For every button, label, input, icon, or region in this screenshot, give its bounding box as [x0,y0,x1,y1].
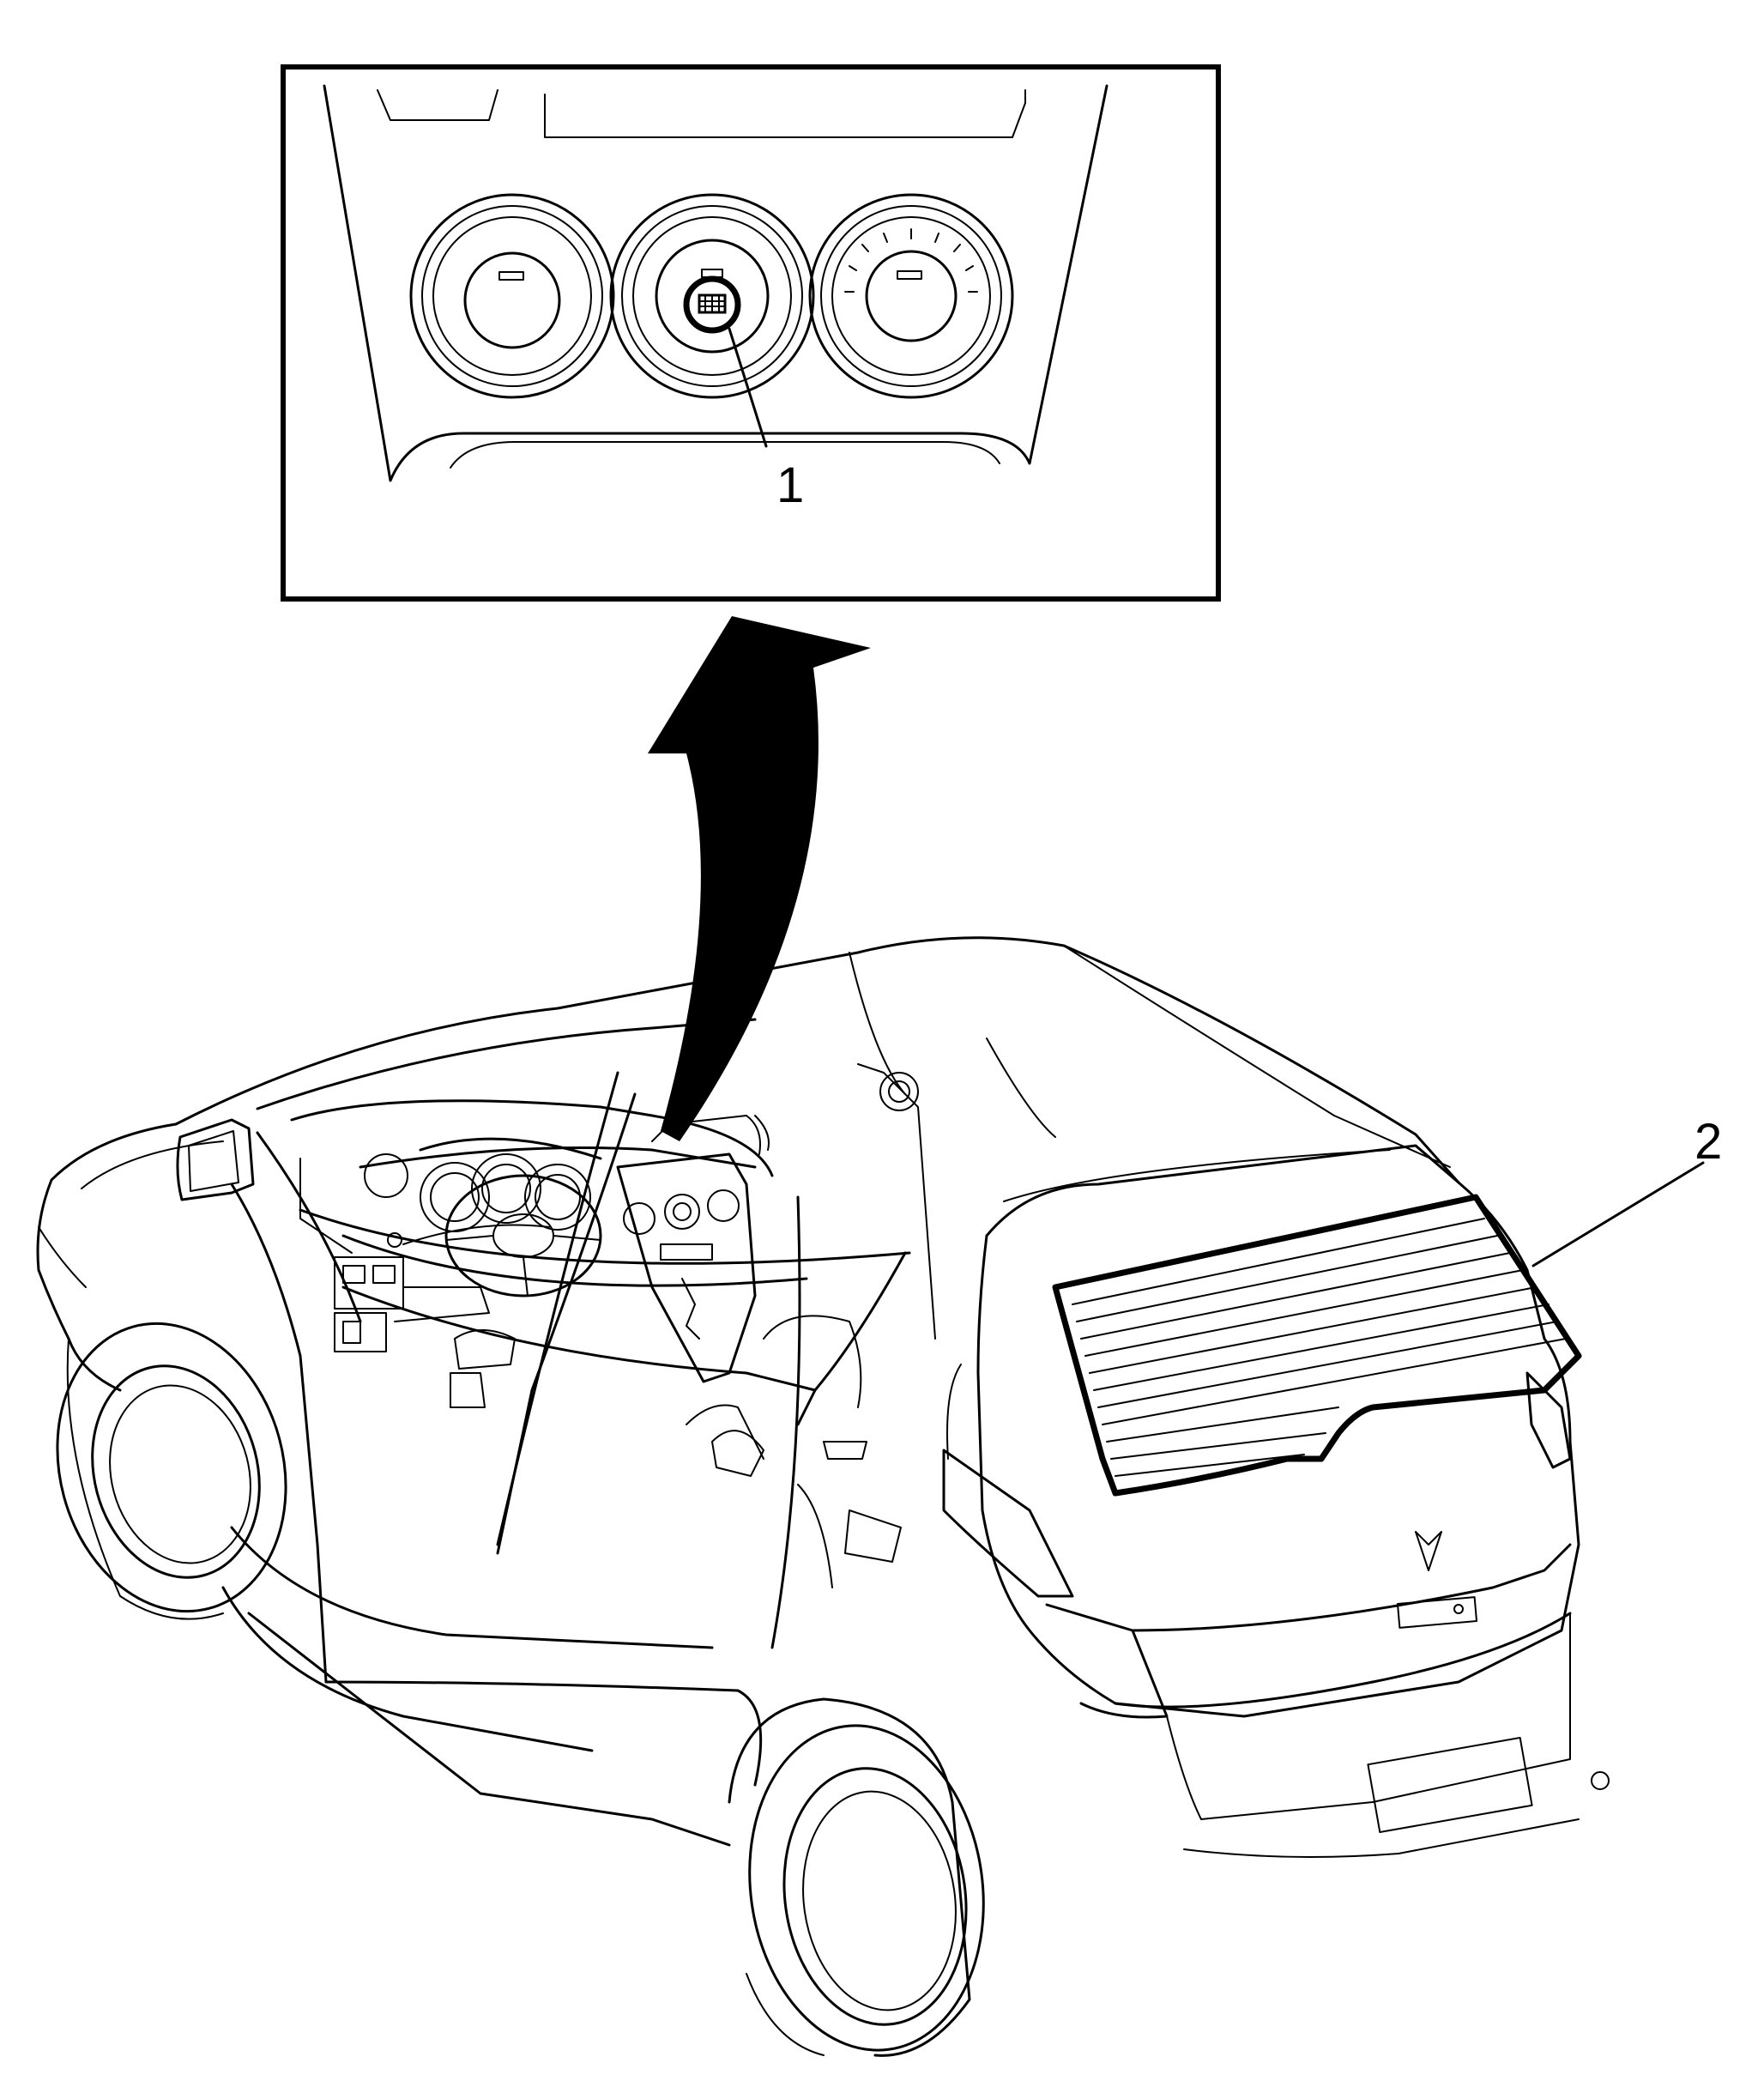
callout-2-leader [1531,1161,1705,1267]
detail-inset: 1 [281,64,1221,602]
mode-knob [609,193,815,399]
steering-wheel [444,1174,602,1298]
fan-speed-knob [409,193,615,399]
center-console-stack [616,1152,757,1383]
callout-2-label: 2 [1695,1114,1722,1170]
vehicle-illustration [36,936,1610,2057]
control-panel-bezel [323,84,1109,482]
junction-block [334,1232,490,1352]
front-wheel [56,1322,287,1620]
inset-frame [281,64,1221,602]
temperature-knob [808,193,1014,399]
rear-wheel [728,1697,985,2057]
instrument-cluster [364,1137,602,1232]
zoom-arrow [648,616,871,1141]
rear-defog-switch [683,269,741,334]
callout-1-label: 1 [776,457,804,513]
rear-window-defogger [1052,1194,1582,1497]
callout-1-leader [728,327,768,448]
